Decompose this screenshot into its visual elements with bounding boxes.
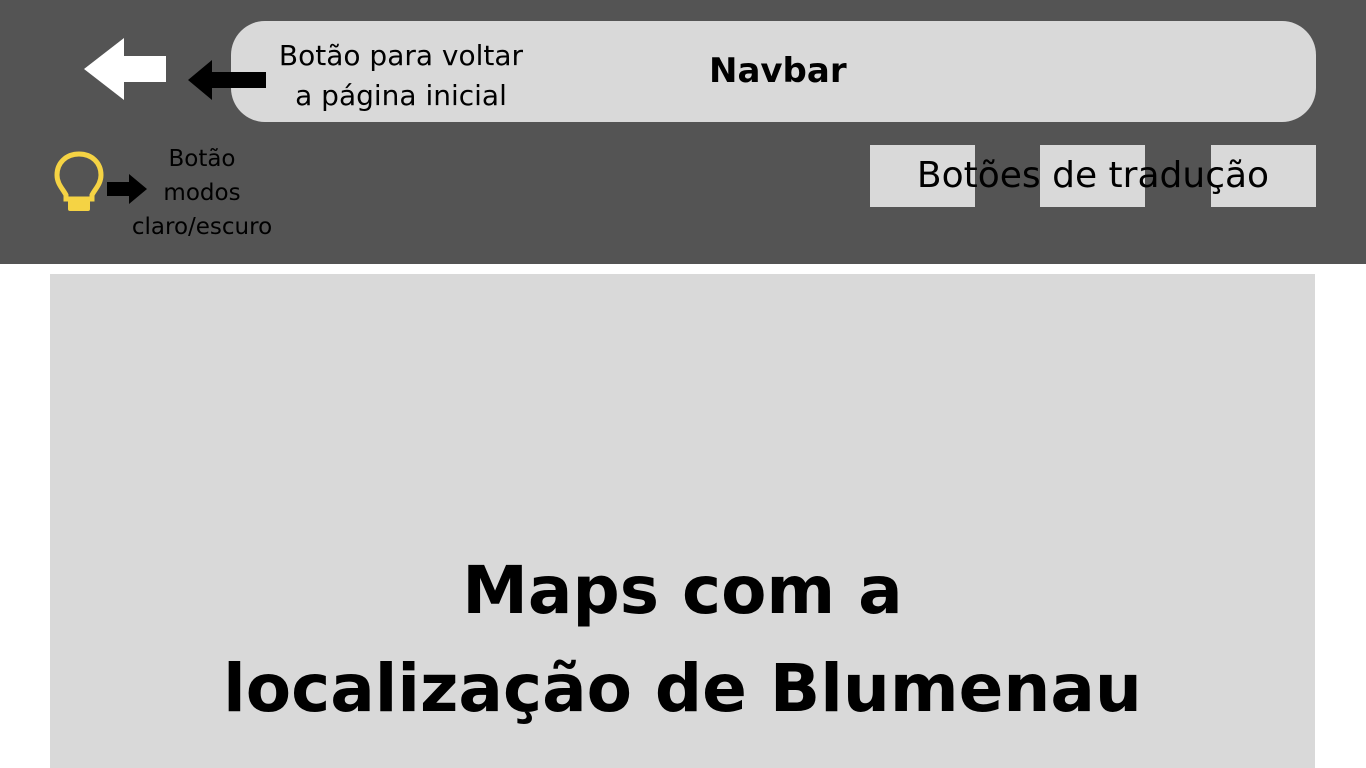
lightbulb-icon[interactable] [54, 151, 104, 213]
translation-buttons-label: Botões de tradução [916, 155, 1270, 196]
navbar: Navbar [231, 21, 1316, 122]
theme-toggle-note: Botão modos claro/escuro [131, 146, 273, 240]
map-caption: Maps com a localização de Blumenau [223, 552, 1142, 727]
back-arrow-icon[interactable] [84, 38, 166, 100]
back-button-note: Botão para voltar a página inicial [278, 39, 524, 112]
pointer-arrow-icon [188, 60, 266, 100]
navbar-title: Navbar [709, 51, 847, 91]
map-placeholder[interactable]: Maps com a localização de Blumenau [50, 274, 1315, 768]
translation-button-1[interactable] [870, 145, 975, 207]
header: Navbar Botão para voltar a página inicia… [0, 0, 1366, 264]
translation-button-3[interactable] [1211, 145, 1316, 207]
translation-button-2[interactable] [1040, 145, 1145, 207]
pointer-arrow-icon [107, 174, 147, 204]
